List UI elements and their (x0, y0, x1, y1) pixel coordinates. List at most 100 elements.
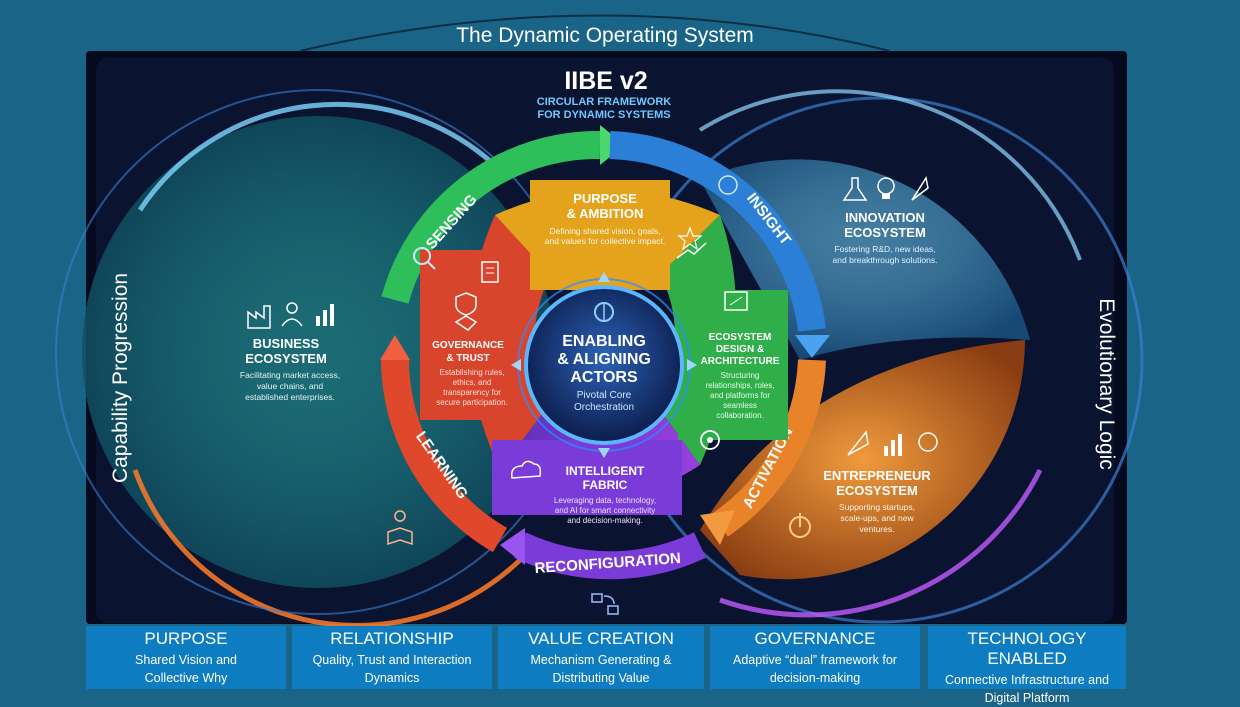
governance-desc-3: transparency for (443, 388, 501, 397)
purpose-desc-1: Defining shared vision, goals, (549, 226, 660, 236)
purpose-title-1: PURPOSE (573, 191, 637, 206)
design-desc-4: seamless (723, 401, 757, 410)
fabric-title-2: FABRIC (583, 478, 628, 492)
activation-arc (711, 359, 826, 537)
pillar-line-1: Adaptive “dual” framework for (733, 653, 897, 667)
pillar-line-2: Collective Why (144, 671, 228, 685)
learning-arc (381, 359, 508, 553)
right-glow-ring (698, 89, 1082, 261)
design-desc-1: Structuring (721, 371, 760, 380)
outer-arc (299, 14, 891, 52)
governance-title-2: & TRUST (446, 353, 489, 364)
reconfiguration-arc (514, 532, 706, 580)
evolutionary-logic-label: Evolutionary Logic (1095, 298, 1118, 470)
power-icon (789, 513, 811, 538)
governance-desc-2: ethics, and (453, 378, 492, 387)
rocket-launch-icon (847, 430, 869, 456)
design-title-3: ARCHITECTURE (701, 356, 780, 367)
purpose-desc-2: and values for collective impact. (545, 236, 665, 246)
design-desc-2: relationships, roles, (706, 381, 775, 390)
insight-arrowhead (795, 335, 830, 358)
pillar-value-creation: VALUE CREATION Mechanism Generating & Di… (498, 626, 704, 689)
book-icon (387, 510, 413, 546)
pillar-title: VALUE CREATION (528, 629, 674, 648)
pillar-relationship: RELATIONSHIP Quality, Trust and Interact… (292, 626, 492, 689)
entrepreneur-desc-2: scale-ups, and new (840, 513, 914, 523)
pillar-title: PURPOSE (144, 629, 228, 648)
design-desc-3: and platforms for (710, 391, 770, 400)
chart-icon (316, 304, 334, 326)
search-icon (413, 247, 436, 270)
insight-arc (609, 131, 826, 332)
entrepreneur-desc-1: Supporting startups, (839, 502, 915, 512)
innovation-desc-2: and breakthrough solutions. (833, 255, 938, 265)
idea-icon (718, 175, 738, 195)
purpose-panel (530, 180, 670, 290)
entrepreneur-title-2: ECOSYSTEM (836, 483, 918, 498)
diagram-title: IIBE v2 (564, 67, 647, 95)
core-line-3: ACTORS (570, 369, 638, 386)
innovation-desc-1: Fostering R&D, new ideas, (834, 244, 935, 254)
pillar-line-2: Dynamics (364, 671, 420, 685)
core-circle (524, 285, 684, 445)
pillar-governance: GOVERNANCE Adaptive “dual” framework for… (710, 626, 920, 689)
business-title-1: BUSINESS (253, 336, 320, 351)
people-icon (281, 302, 303, 327)
right-purple-ring (719, 468, 1043, 618)
core-arrows (511, 272, 697, 458)
pillar-line-1: Connective Infrastructure and (945, 673, 1109, 687)
gear-icon (700, 430, 720, 450)
diagram-subtitle-1: CIRCULAR FRAMEWORK (537, 96, 671, 108)
pillar-purpose: PURPOSE Shared Vision and Collective Why (86, 626, 286, 689)
entrepreneur-desc-3: ventures. (860, 524, 895, 534)
rocket-icon (911, 176, 929, 201)
fabric-desc-3: and decision-making. (567, 516, 643, 525)
growth-chart-icon (884, 434, 902, 456)
governance-title-1: GOVERNANCE (432, 340, 504, 351)
core-sub-1: Pivotal Core (577, 390, 632, 401)
capability-progression-label: Capability Progression (109, 272, 132, 484)
cloud-icon (510, 460, 542, 479)
sensing-arc (381, 130, 601, 304)
governance-desc-1: Establishing rules, (440, 368, 505, 377)
page-title: The Dynamic Operating System (456, 24, 754, 47)
core-line-1: ENABLING (562, 333, 646, 350)
governance-desc-4: secure participation. (436, 398, 508, 407)
sync-icon (591, 593, 619, 615)
design-title-1: ECOSYSTEM (709, 332, 772, 343)
pillar-line-1: Quality, Trust and Interaction (312, 653, 472, 667)
pillar-title: RELATIONSHIP (330, 629, 454, 648)
pillar-line-1: Mechanism Generating & (530, 653, 672, 667)
diagram-subtitle-2: FOR DYNAMIC SYSTEMS (537, 109, 670, 121)
innovation-title-2: ECOSYSTEM (844, 225, 926, 240)
core-line-2: & ALIGNING (557, 351, 651, 368)
document-icon (481, 261, 499, 283)
entrepreneur-title-1: ENTREPRENEUR (823, 468, 931, 483)
handshake-icon (454, 315, 478, 331)
entrepreneur-sphere (700, 340, 1025, 580)
pillar-title: TECHNOLOGY ENABLED (967, 629, 1087, 668)
coin-icon (918, 432, 938, 452)
pillar-line-2: Digital Platform (984, 691, 1070, 705)
factory-icon (247, 305, 271, 329)
fabric-title-1: INTELLIGENT (566, 464, 645, 478)
star-chart-icon (676, 226, 707, 259)
framework-diagram: IIBE v2 CIRCULAR FRAMEWORK FOR DYNAMIC S… (55, 14, 1144, 626)
business-desc-1: Facilitating market access, (240, 370, 340, 380)
pillar-line-2: decision-making (769, 671, 861, 685)
left-orange-ring (132, 469, 522, 626)
purpose-title-2: & AMBITION (567, 206, 644, 221)
pillar-title: GOVERNANCE (754, 629, 876, 648)
pillar-line-1: Shared Vision and (135, 653, 237, 667)
brain-icon (594, 302, 614, 322)
learning-arrowhead (380, 335, 410, 360)
bulb-icon (877, 177, 895, 199)
business-desc-2: value chains, and (257, 381, 323, 391)
shield-icon (455, 292, 477, 316)
activation-arrowhead (700, 510, 735, 545)
reconfiguration-arrowhead (500, 528, 525, 565)
pillar-technology-enabled: TECHNOLOGY ENABLED Connective Infrastruc… (928, 626, 1126, 705)
fabric-desc-1: Leveraging data, technology, (554, 496, 656, 505)
design-title-2: DESIGN & (716, 344, 764, 355)
design-desc-5: collaboration. (716, 411, 764, 420)
